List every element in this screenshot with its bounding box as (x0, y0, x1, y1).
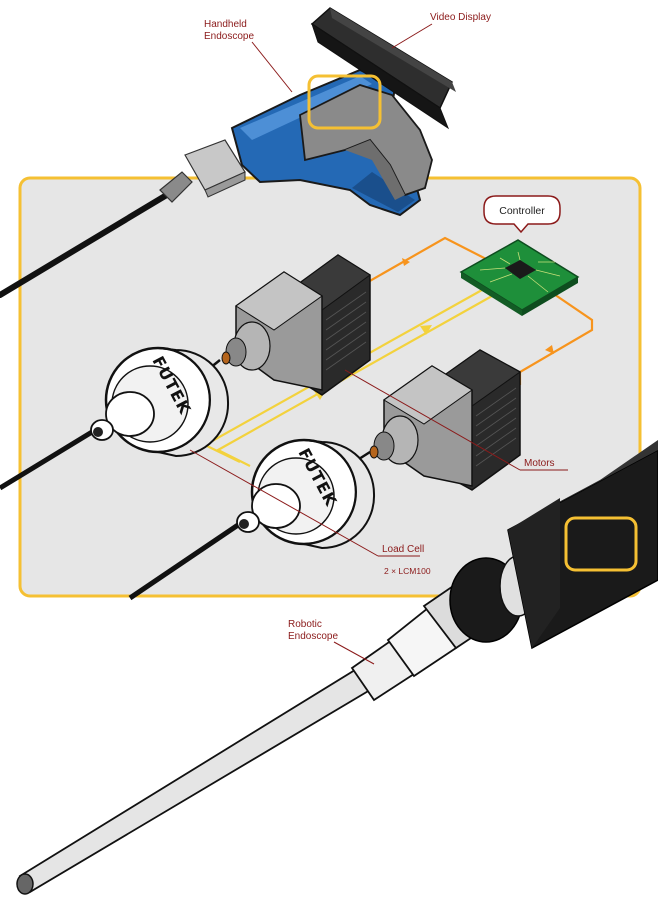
load-cell-text: Load Cell (382, 544, 424, 555)
load-cell-model: 2 × LCM100 (384, 566, 431, 576)
video-display-label: Video Display (391, 12, 491, 49)
motor-upper (221, 254, 371, 396)
motors-text: Motors (524, 458, 555, 469)
handheld-label-line2: Endoscope (204, 31, 254, 42)
handheld-highlight (307, 74, 382, 130)
controller-label: Controller (499, 205, 545, 217)
handheld-cable (0, 187, 178, 298)
controller-board (459, 239, 580, 316)
handheld-endoscope-label: Handheld Endoscope (204, 19, 293, 93)
handheld-label-line1: Handheld (204, 19, 247, 30)
controller-callout: Controller (483, 195, 561, 234)
video-display (310, 7, 456, 130)
robotic-highlight (564, 516, 638, 572)
robotic-label-line2: Endoscope (288, 631, 338, 642)
load-cell-lower-cable (128, 522, 240, 601)
handheld-endoscope (159, 7, 456, 217)
load-cell-label: Load Cell 2 × LCM100 (189, 449, 431, 576)
signal-arrow-right (545, 345, 554, 354)
motor-lower (369, 349, 521, 491)
load-cell-upper: FUTEK (90, 346, 230, 458)
load-cell-lower: FUTEK (236, 438, 376, 550)
controller-chip (505, 260, 536, 279)
robotic-endoscope (16, 440, 658, 895)
load-cell-upper-cable (0, 429, 94, 491)
video-display-text: Video Display (430, 12, 491, 23)
robotic-endoscope-label: Robotic Endoscope (288, 619, 375, 665)
signal-arrow-mid (420, 325, 432, 335)
motors-label: Motors (344, 369, 568, 471)
motor-upper-shaft (221, 351, 231, 365)
signal-arrow-top (402, 258, 410, 266)
handheld-connector (159, 139, 246, 203)
robotic-label-line1: Robotic (288, 619, 322, 630)
motor-lower-shaft (369, 445, 379, 459)
